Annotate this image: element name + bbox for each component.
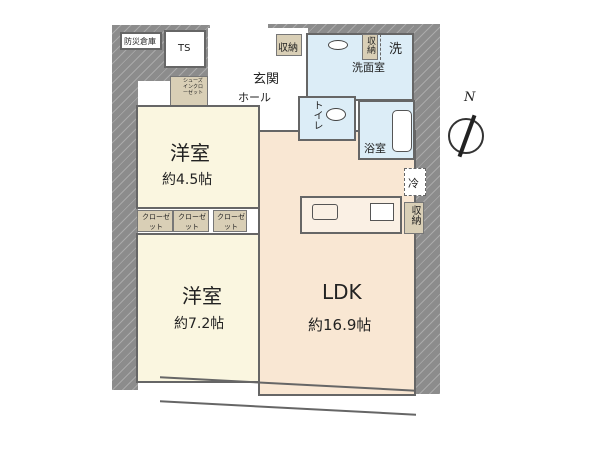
closet-3: クローゼット [213,210,247,232]
sink-icon [328,40,348,50]
bath: 浴室 [358,100,415,160]
toilet-icon [326,108,346,121]
closet-2: クローゼット [173,210,209,232]
left-wall [112,25,138,390]
washroom: 洗面室 [306,33,414,101]
fridge-space: 冷 [404,168,426,196]
closet-1: クローゼット [137,210,173,232]
laundry-space: 洗 [380,34,413,60]
western-room-1: 洋室 約4.5帖 [136,105,260,209]
storage-kitchen: 収納 [404,202,424,234]
ts-room: TS [164,30,206,68]
storage-disaster: 防災倉庫 [120,32,162,50]
compass: N [448,90,484,158]
hall: ホール [212,88,296,104]
kitchen-island [300,196,402,234]
toilet: トイレ [298,96,356,141]
bathtub-icon [392,110,412,152]
ldk: LDK 約16.9帖 [258,130,416,396]
shoe-closet: シューズインクローゼット [170,76,208,110]
compass-needle-icon [457,114,477,158]
western-room-2: 洋室 約7.2帖 [136,233,260,383]
storage-top: 収納 [276,34,302,56]
stove-icon [370,203,394,221]
kitchen-sink-icon [312,204,338,220]
storage-wash: 収納 [362,34,378,60]
